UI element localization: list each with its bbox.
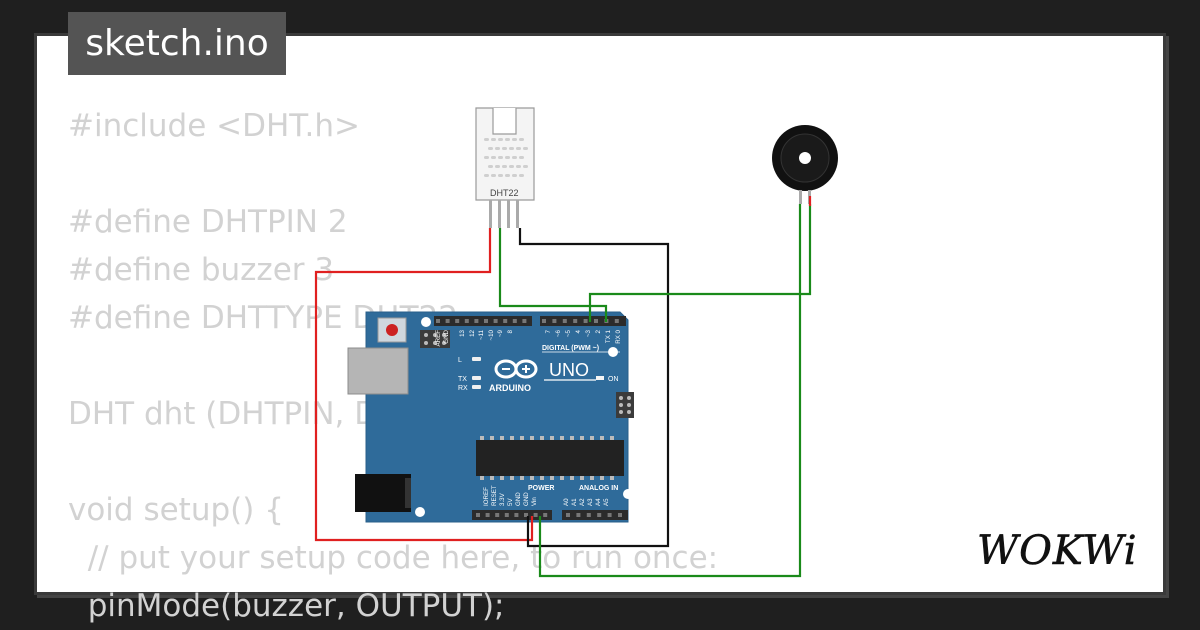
status-leds: L TX RX (458, 357, 481, 392)
dht22-sensor-icon[interactable]: DHT22 (475, 107, 535, 228)
code-line: // put your setup code here, to run once… (68, 540, 719, 576)
top-pin-label: AREF (435, 330, 442, 347)
wire-green-data (498, 228, 608, 322)
bottom-pin-label: GND (523, 492, 530, 506)
bottom-pin-label: A4 (595, 498, 602, 506)
usb-port-icon (347, 347, 409, 395)
code-line: void setup() { (68, 492, 284, 528)
sensor-label: DHT22 (490, 188, 519, 198)
top-pin-label: 8 (507, 329, 514, 333)
power-header (472, 510, 552, 520)
board-brand: ARDUINO (489, 383, 531, 393)
reset-button-icon[interactable] (377, 317, 407, 343)
arduino-infinity-icon (494, 359, 538, 379)
top-pin-label: ~3 (585, 329, 592, 337)
bottom-pin-label: A5 (603, 498, 610, 506)
analog-header (562, 510, 628, 520)
power-jack-icon (355, 474, 411, 512)
bottom-pin-label: A1 (571, 498, 578, 506)
top-pin-label: GND (443, 329, 450, 343)
bottom-pin-label: RESET (491, 485, 498, 506)
top-pin-label: 13 (459, 329, 466, 336)
top-pin-label: ~10 (488, 329, 495, 340)
code-line: #define DHTPIN 2 (68, 204, 348, 240)
top-pin-label: ~9 (497, 329, 504, 337)
top-header-left (434, 316, 532, 326)
file-tab[interactable]: sketch.ino (68, 12, 286, 75)
board-model: UNO (549, 360, 589, 380)
led-label: RX (458, 385, 468, 392)
digital-label: DIGITAL (PWM ~) (542, 345, 599, 352)
top-pin-label: TX 1 (605, 329, 612, 343)
top-pin-label: ~5 (565, 329, 572, 337)
buzzer-icon[interactable] (772, 125, 838, 204)
analog-label: ANALOG IN (579, 485, 618, 492)
bottom-pin-label: A3 (587, 498, 594, 506)
bottom-pin-dots (476, 513, 622, 517)
power-label: POWER (528, 485, 554, 492)
top-pin-label: 2 (595, 329, 602, 333)
code-line: pinMode(buzzer, OUTPUT); (68, 588, 505, 624)
microcontroller-chip (476, 436, 624, 480)
bottom-pin-label: A2 (579, 498, 586, 506)
top-pin-label: RX 0 (615, 329, 622, 343)
bottom-pin-label: 3.3V (499, 492, 506, 506)
top-pin-label: 12 (469, 329, 476, 336)
led-label: L (458, 357, 462, 364)
top-header-right (540, 316, 626, 326)
on-label: ON (608, 376, 619, 383)
code-line: #define buzzer 3 (68, 252, 335, 288)
wires (314, 196, 812, 578)
bottom-pin-label: A0 (563, 498, 570, 506)
icsp-header (420, 330, 450, 348)
svg-text:WOKWi: WOKWi (977, 528, 1138, 574)
code-line: #include <DHT.h> (68, 108, 361, 144)
wire-red-vcc (314, 228, 534, 542)
wokwi-logo: WOKWi (977, 528, 1138, 575)
top-pin-label: 4 (575, 329, 582, 333)
bottom-pin-label: 5V (507, 498, 514, 506)
top-pin-label: ~11 (478, 329, 485, 340)
bottom-pin-label: Vin (531, 497, 538, 506)
bottom-pin-label: IOREF (483, 487, 490, 506)
wire-black-gnd (518, 228, 670, 548)
top-pin-label: ~6 (555, 329, 562, 337)
bottom-pin-label: GND (515, 492, 522, 506)
led-label: TX (458, 376, 467, 383)
wire-green-buzzer-gnd (538, 204, 802, 578)
top-pin-label: 7 (545, 329, 552, 333)
wire-green-buzzer-signal (588, 204, 812, 322)
